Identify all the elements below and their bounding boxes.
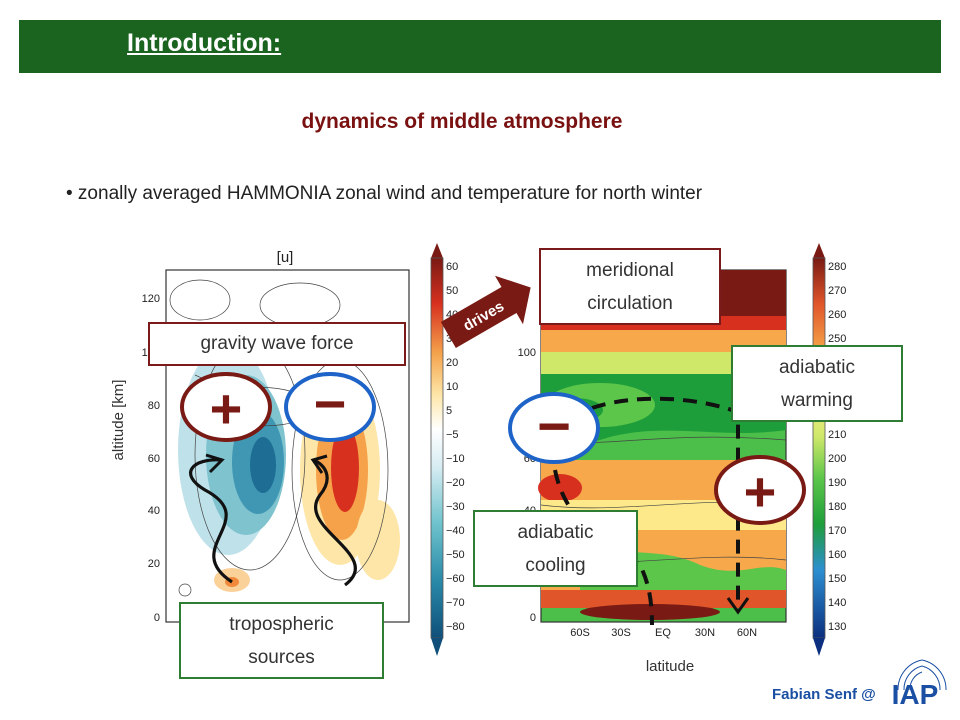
colorbar-t-label: 160: [828, 549, 846, 561]
header-bar: [19, 20, 941, 73]
footer-author: Fabian Senf @: [772, 686, 876, 703]
colorbar-t: [812, 243, 826, 656]
colorbar-t-label: 130: [828, 621, 846, 633]
colorbar-u-label: −30: [446, 501, 465, 513]
colorbar-t-label: 180: [828, 501, 846, 513]
colorbar-u: [430, 243, 444, 656]
y-axis-label: altitude [km]: [110, 380, 127, 461]
colorbar-u-label: −80: [446, 621, 465, 633]
colorbar-t-label: 150: [828, 573, 846, 585]
slide-subtitle: dynamics of middle atmosphere: [301, 110, 623, 133]
tropospheric-label: tropospheric: [229, 614, 334, 635]
minus-marker: [284, 372, 376, 442]
warming-label: warming: [781, 390, 853, 411]
colorbar-u-label: 60: [446, 261, 458, 273]
colorbar-t-label: 280: [828, 261, 846, 273]
adiabatic-label: adiabatic: [517, 522, 594, 543]
adiabatic-cooling-box: adiabatic cooling: [473, 510, 638, 587]
bullet-text: • zonally averaged HAMMONIA zonal wind a…: [66, 183, 703, 204]
tropospheric-sources-box: tropospheric sources: [179, 602, 384, 679]
iap-logo: IAP: [892, 659, 947, 710]
ytick: 20: [148, 558, 160, 570]
ytick: 120: [142, 293, 160, 305]
meridional-label: meridional: [586, 260, 674, 281]
colorbar-t-label: 200: [828, 453, 846, 465]
colorbar-u-label: 10: [446, 381, 458, 393]
colorbar-t-label: 250: [828, 333, 846, 345]
xtick: EQ: [655, 627, 671, 639]
colorbar-u-label: −20: [446, 477, 465, 489]
xtick: 60S: [570, 627, 590, 639]
adiabatic-warming-box: adiabatic warming: [731, 345, 903, 422]
adiabatic-label: adiabatic: [778, 357, 856, 378]
colorbar-t-label: 190: [828, 477, 846, 489]
logo-text: IAP: [892, 679, 939, 710]
ytick-right: 100: [518, 347, 536, 359]
minus-sign-right: −: [537, 394, 571, 459]
xtick: 30N: [695, 627, 715, 639]
colorbar-t-label: 260: [828, 309, 846, 321]
ytick: 40: [148, 505, 160, 517]
colorbar-t-label: 170: [828, 525, 846, 537]
colorbar-u-label: −50: [446, 549, 465, 561]
ytick: 0: [154, 612, 160, 624]
wave-arrow: [189, 458, 233, 584]
circulation-arrow: [591, 396, 740, 612]
x-axis-label: latitude: [646, 658, 694, 675]
colorbar-u-label: 20: [446, 357, 458, 369]
sources-label: sources: [248, 647, 315, 668]
colorbar-u-label: 50: [446, 285, 458, 297]
ytick: 60: [148, 453, 160, 465]
colorbar-t-label: 270: [828, 285, 846, 297]
colorbar-t-label: 140: [828, 597, 846, 609]
colorbar-u-label: −40: [446, 525, 465, 537]
colorbar-t-label: 210: [828, 429, 846, 441]
gravity-wave-force-box: gravity wave force: [148, 322, 406, 366]
plus-sign-right: +: [744, 460, 777, 523]
plus-sign: +: [210, 377, 243, 440]
ytick-right: 0: [530, 612, 536, 624]
meridional-circulation-box: meridional circulation: [539, 248, 721, 325]
cooling-label: cooling: [525, 555, 586, 576]
minus-marker-right: [508, 392, 600, 464]
arrow-head-icon: [205, 453, 225, 474]
minus-sign: −: [314, 372, 347, 435]
colorbar-u-label: −10: [446, 453, 465, 465]
colorbar-u-label: −70: [446, 597, 465, 609]
circulation-label: circulation: [587, 293, 673, 314]
page-title: Introduction:: [127, 29, 282, 57]
plus-marker: [180, 372, 272, 442]
xtick: 30S: [611, 627, 631, 639]
ytick: 80: [148, 400, 160, 412]
xtick: 60N: [737, 627, 757, 639]
arrow-head-icon: [726, 597, 750, 615]
wave-arrow: [312, 458, 357, 587]
colorbar-u-label: −60: [446, 573, 465, 585]
gravity-wave-force-label: gravity wave force: [200, 333, 354, 354]
left-plot-title: [u]: [277, 249, 294, 266]
arrow-head-icon: [310, 454, 328, 474]
plus-marker-right: [714, 455, 806, 525]
colorbar-u-label: 5: [446, 405, 452, 417]
colorbar-u-label: −5: [446, 429, 459, 441]
